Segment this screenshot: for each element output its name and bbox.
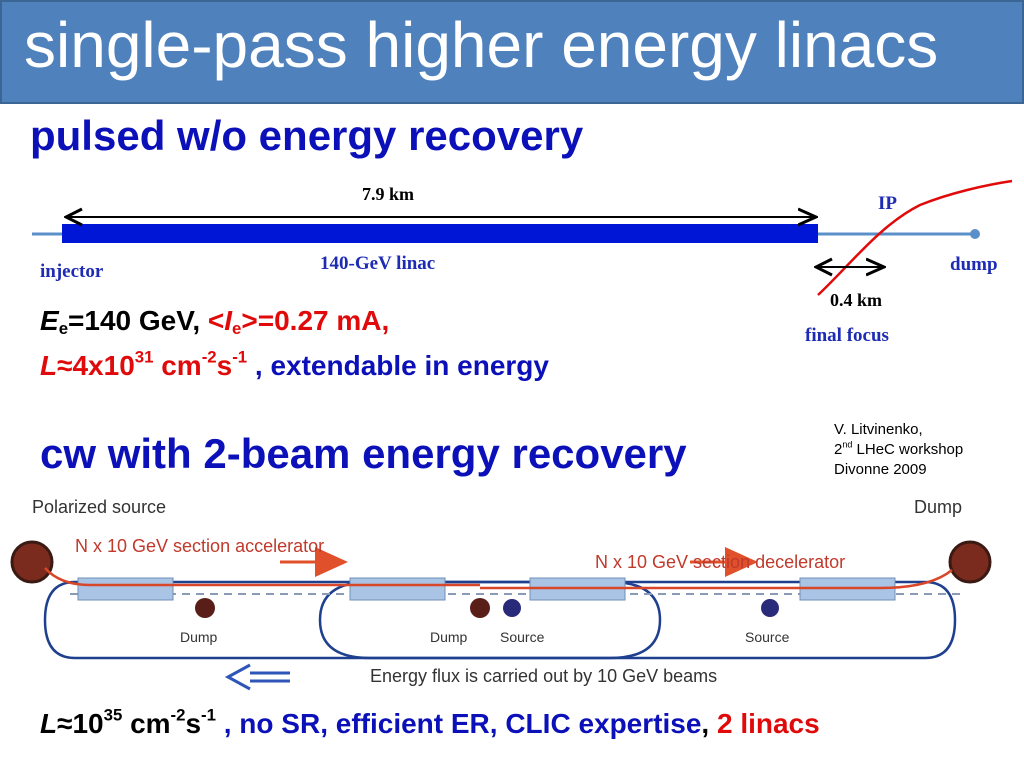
- top-dump: [948, 540, 992, 584]
- dump-2: [470, 598, 490, 618]
- injector-label: injector: [40, 261, 104, 282]
- decelerator-label: N x 10 GeV section decelerator: [595, 552, 845, 572]
- polarized-source-dump: [10, 540, 54, 584]
- source-2: [761, 599, 779, 617]
- ip-crossing-beam: [817, 179, 1013, 296]
- accelerator-section-2: [349, 577, 446, 601]
- section-heading-cw: cw with 2-beam energy recovery: [40, 430, 687, 477]
- energy-flux-arrow-head: [224, 663, 251, 691]
- energy-flux-label: Energy flux is carried out by 10 GeV bea…: [370, 666, 717, 686]
- ip-label: IP: [878, 193, 897, 214]
- accelerator-section-1: [77, 577, 174, 601]
- erl-diagram: Polarized source Dump N x 10 GeV section…: [10, 497, 992, 691]
- source-1-label: Source: [500, 629, 545, 645]
- source-2-label: Source: [745, 629, 790, 645]
- decelerated-beam: [480, 569, 953, 590]
- linac-bar: [62, 224, 818, 243]
- luminosity-line: L≈4x1031 cm-2s-1 , extendable in energy: [40, 347, 549, 381]
- dump-top-label: Dump: [914, 497, 962, 517]
- final-focus-label: final focus: [805, 325, 889, 346]
- slide-title: single-pass higher energy linacs: [24, 9, 939, 81]
- linac-energy-label: 140-GeV linac: [320, 253, 436, 274]
- beam-parameters-line: Ee=140 GeV, <Ie>=0.27 mA,: [40, 305, 390, 339]
- linac-length-label: 7.9 km: [362, 184, 415, 204]
- title-bar: [0, 0, 1024, 104]
- dump-1: [195, 598, 215, 618]
- reference-note: V. Litvinenko, 2nd LHeC workshop Divonne…: [834, 421, 964, 478]
- return-loop-right: [318, 580, 957, 660]
- dump-point: [970, 229, 980, 239]
- final-focus-length-label: 0.4 km: [830, 290, 883, 310]
- accelerated-beam: [44, 567, 480, 587]
- accelerator-label: N x 10 GeV section accelerator: [75, 536, 324, 556]
- dump-label: dump: [950, 254, 998, 275]
- section-heading-pulsed: pulsed w/o energy recovery: [30, 112, 584, 159]
- polarized-source-label: Polarized source: [32, 497, 166, 517]
- bottom-summary-line: L≈1035 cm-2s-1 , no SR, efficient ER, CL…: [40, 705, 820, 739]
- dump-2-label: Dump: [430, 629, 468, 645]
- dump-1-label: Dump: [180, 629, 218, 645]
- linac-diagram: [32, 179, 1013, 296]
- source-1: [503, 599, 521, 617]
